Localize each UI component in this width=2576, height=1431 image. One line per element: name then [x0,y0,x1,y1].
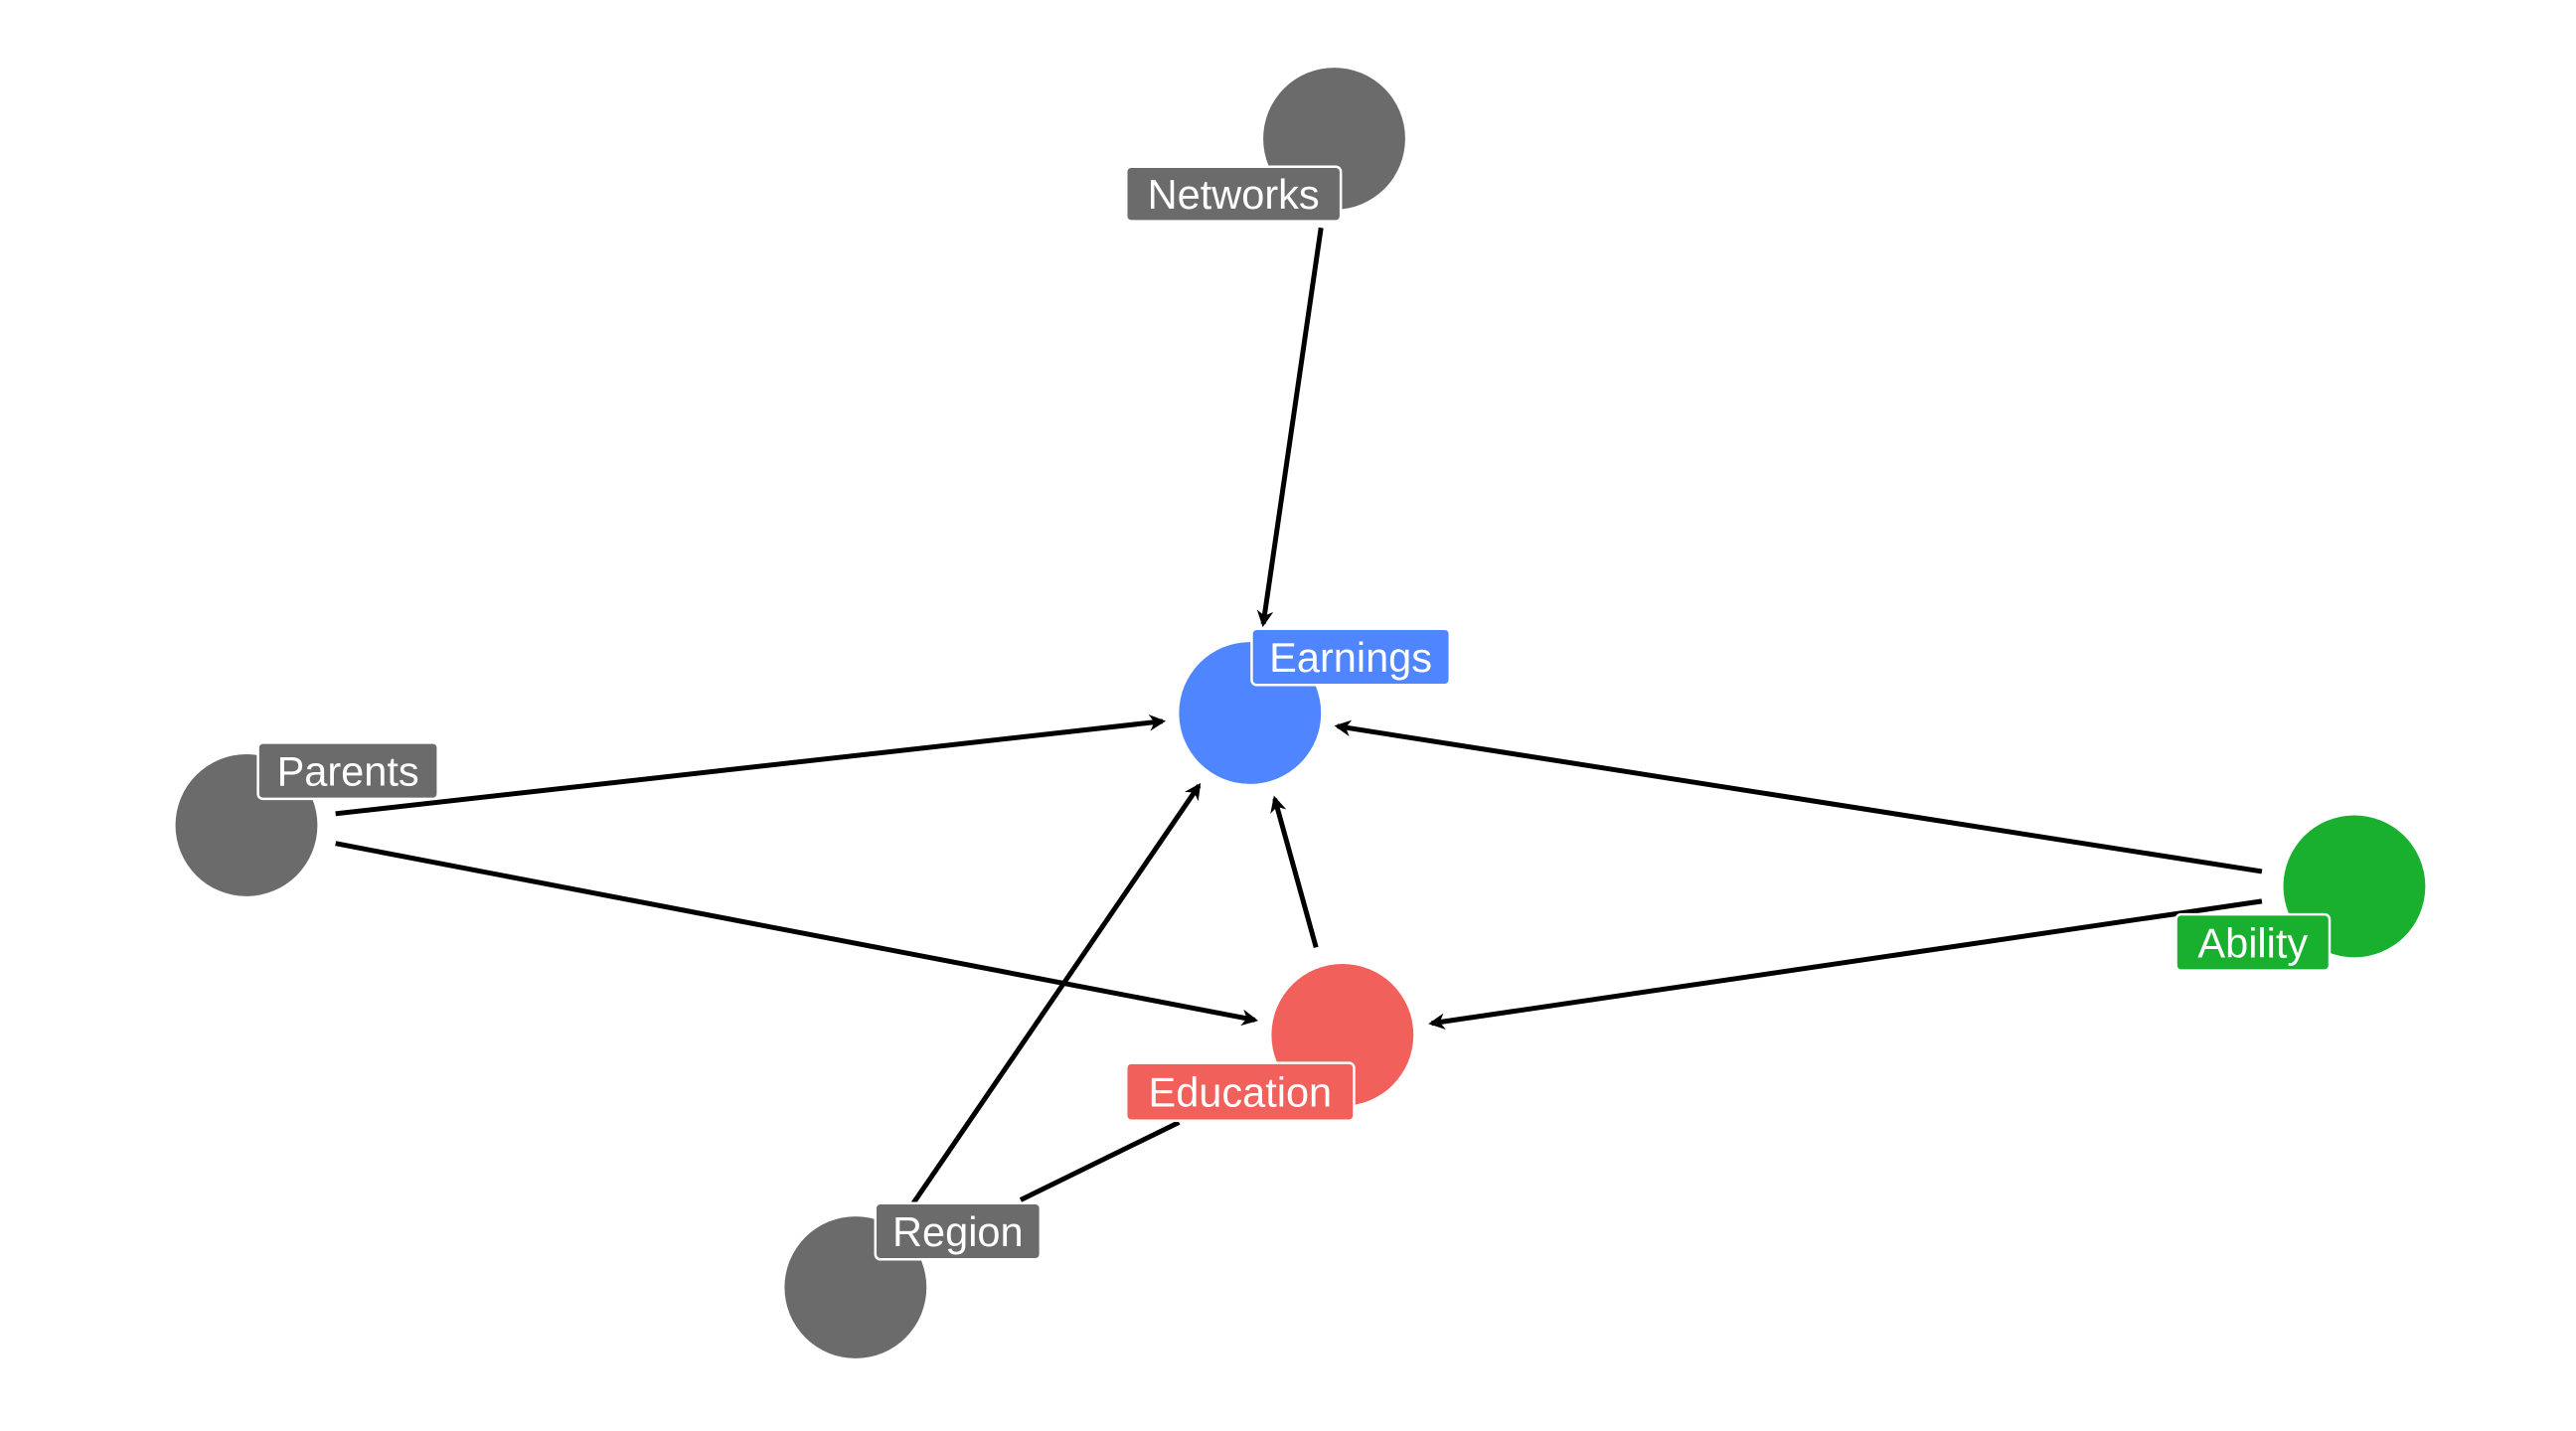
node-label-region: Region [874,1201,1043,1261]
label-text: Parents [277,748,419,795]
label-box [1250,627,1452,687]
label-box [2174,912,2332,972]
nodes [175,68,2426,1358]
edges [335,227,2263,1205]
labels: NetworksEarningsParentsAbilityEducationR… [256,165,2332,1261]
node-label-networks: Networks [1124,165,1343,223]
edge-parents-to-education [335,841,1259,1027]
label-box [1124,165,1343,223]
node-label-education: Education [1124,1061,1356,1122]
label-box [874,1201,1043,1261]
edge-networks-to-earnings [1256,227,1324,628]
node-label-earnings: Earnings [1250,627,1452,687]
label-text: Networks [1148,171,1320,218]
node-label-parents: Parents [256,741,439,801]
node-label-ability: Ability [2174,912,2332,972]
label-text: Education [1149,1069,1333,1116]
label-box [1124,1061,1356,1122]
edge-ability-to-earnings [1334,719,2263,874]
edge-parents-to-earnings [335,715,1167,817]
edge-region-to-education [1019,1120,1181,1202]
edge-education-to-earnings [1270,795,1319,949]
label-box [256,741,439,801]
edge-region-to-earnings [910,782,1202,1205]
edge-ability-to-education [1428,898,2263,1031]
label-text: Region [892,1208,1024,1255]
label-text: Earnings [1269,634,1432,681]
label-text: Ability [2197,919,2308,966]
